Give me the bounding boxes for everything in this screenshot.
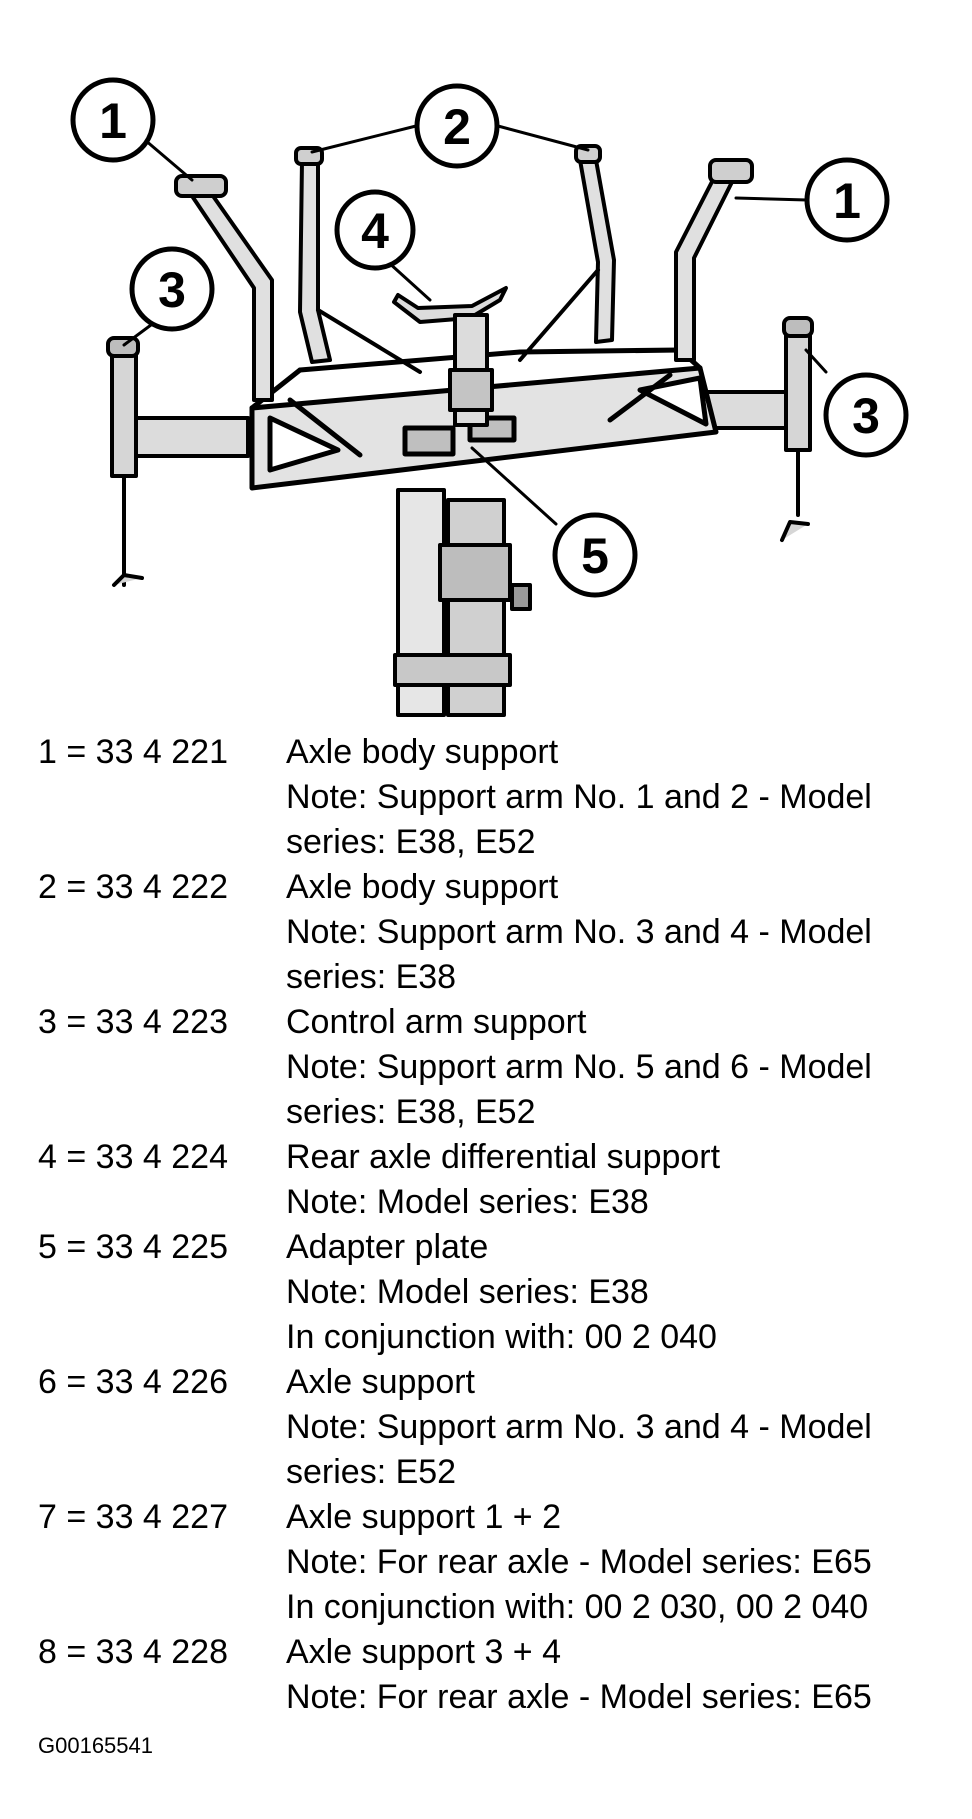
callout-circles	[70, 77, 909, 598]
figure-code: G00165541	[38, 1733, 153, 1758]
part-number: 2 = 33 4 222	[38, 868, 229, 906]
part-description: Axle support 3 + 4	[286, 1633, 562, 1671]
part-description: Control arm support	[286, 1003, 587, 1041]
part-number: 3 = 33 4 223	[38, 1003, 229, 1041]
part-note: In conjunction with: 00 2 030, 00 2 040	[286, 1588, 869, 1626]
differential-support	[392, 286, 508, 427]
control-arm-support-left	[106, 336, 144, 587]
part-number: 7 = 33 4 227	[38, 1498, 229, 1536]
callout-number: 4	[361, 203, 389, 259]
support-arm-1-right	[674, 158, 754, 362]
legend-entry: 5 = 33 4 225 Adapter plate Note: Model s…	[38, 1225, 958, 1360]
callout-number: 2	[443, 99, 471, 155]
part-note: Note: Support arm No. 3 and 4 - Model	[286, 913, 872, 951]
part-note: Note: Model series: E38	[286, 1183, 649, 1221]
part-description: Axle body support	[286, 733, 559, 771]
parts-legend: 1 = 33 4 221 Axle body support Note: Sup…	[38, 730, 958, 1720]
part-description: Axle support 1 + 2	[286, 1498, 562, 1536]
part-note: Note: For rear axle - Model series: E65	[286, 1543, 872, 1581]
part-note: Note: Support arm No. 1 and 2 - Model	[286, 778, 872, 816]
legend-entry: 6 = 33 4 226 Axle support Note: Support …	[38, 1360, 958, 1495]
main-frame	[249, 347, 719, 491]
support-arm-1-left	[174, 174, 274, 402]
callout-number: 1	[833, 173, 861, 229]
callout-number: 3	[852, 388, 880, 444]
part-number: 6 = 33 4 226	[38, 1363, 229, 1401]
jack-column	[393, 488, 532, 717]
legend-entry: 7 = 33 4 227 Axle support 1 + 2 Note: Fo…	[38, 1495, 958, 1630]
callout-number: 1	[99, 93, 127, 149]
cross-bar	[126, 390, 812, 458]
part-note: In conjunction with: 00 2 040	[286, 1318, 717, 1356]
part-number: 8 = 33 4 228	[38, 1633, 229, 1671]
part-description: Axle body support	[286, 868, 559, 906]
control-arm-support-right	[780, 316, 814, 542]
part-number: 1 = 33 4 221	[38, 733, 229, 771]
part-note: Note: For rear axle - Model series: E65	[286, 1678, 872, 1716]
legend-entry: 1 = 33 4 221 Axle body support Note: Sup…	[38, 730, 958, 865]
part-note: series: E52	[286, 1453, 457, 1491]
part-note: series: E38, E52	[286, 823, 536, 861]
part-description: Adapter plate	[286, 1228, 489, 1266]
part-description: Rear axle differential support	[286, 1138, 721, 1176]
axle-support-illustration: 1 2 1 4 3 3 5	[70, 77, 909, 717]
part-note: Note: Support arm No. 3 and 4 - Model	[286, 1408, 872, 1446]
leader-lines	[122, 124, 828, 526]
legend-entry: 8 = 33 4 228 Axle support 3 + 4 Note: Fo…	[38, 1630, 958, 1720]
part-note: series: E38	[286, 958, 457, 996]
legend-entry: 4 = 33 4 224 Rear axle differential supp…	[38, 1135, 958, 1225]
part-description: Axle support	[286, 1363, 475, 1401]
legend-entry: 3 = 33 4 223 Control arm support Note: S…	[38, 1000, 958, 1135]
part-number: 4 = 33 4 224	[38, 1138, 229, 1176]
callout-number: 5	[581, 528, 609, 584]
legend-entry: 2 = 33 4 222 Axle body support Note: Sup…	[38, 865, 958, 1000]
part-note: Note: Support arm No. 5 and 6 - Model	[286, 1048, 872, 1086]
callout-number: 3	[158, 262, 186, 318]
part-number: 5 = 33 4 225	[38, 1228, 229, 1266]
support-arm-2	[294, 144, 616, 374]
part-note: series: E38, E52	[286, 1093, 536, 1131]
part-note: Note: Model series: E38	[286, 1273, 649, 1311]
